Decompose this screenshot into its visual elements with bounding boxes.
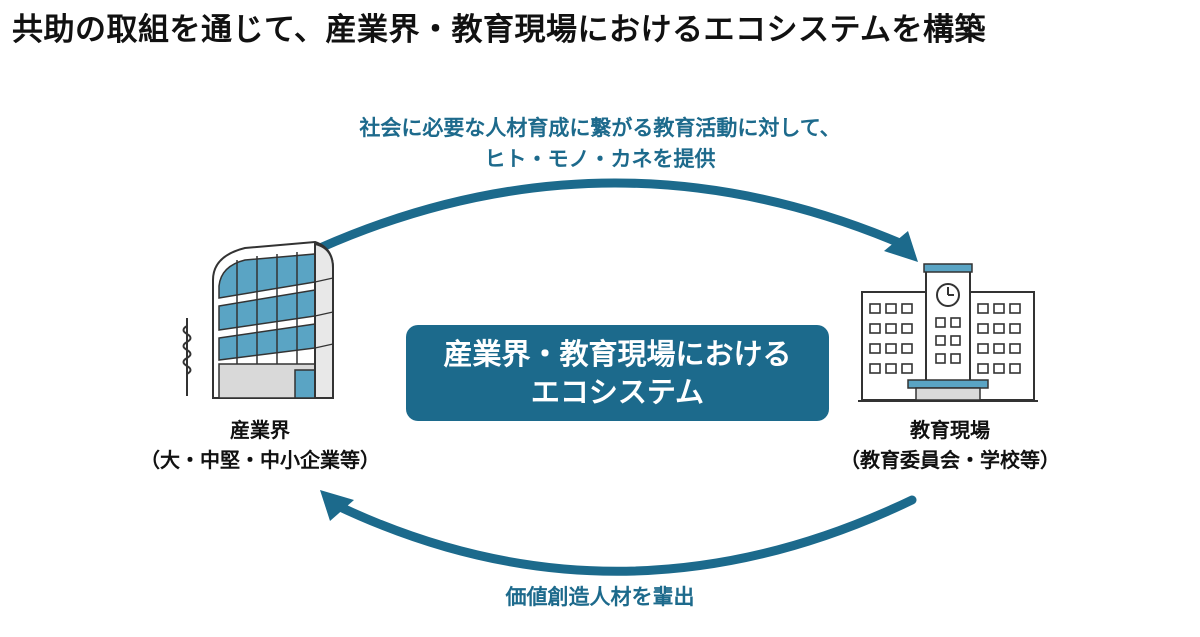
industry-detail: （大・中堅・中小企業等） [140, 448, 380, 472]
education-label: 教育現場 （教育委員会・学校等） [820, 415, 1080, 475]
bottom-flow-caption: 価値創造人材を輩出 [505, 585, 695, 609]
ecosystem-line2: エコシステム [530, 375, 705, 409]
school-building-icon [858, 263, 1038, 402]
top-caption-line1: 社会に必要な人材育成に繋がる教育活動に対して、 [359, 116, 841, 140]
industry-label: 産業界 （大・中堅・中小企業等） [130, 415, 390, 475]
industry-name: 産業界 [230, 418, 290, 442]
education-detail: （教育委員会・学校等） [840, 448, 1060, 472]
ecosystem-line1: 産業界・教育現場における [443, 337, 792, 371]
top-caption-line2: ヒト・モノ・カネを提供 [484, 147, 716, 171]
top-arrow [315, 178, 918, 262]
page-title: 共助の取組を通じて、産業界・教育現場におけるエコシステムを構築 [12, 12, 987, 48]
bottom-arrow [320, 490, 917, 576]
office-building-icon [182, 240, 334, 399]
ecosystem-box: 産業界・教育現場における エコシステム [406, 325, 829, 421]
top-flow-caption: 社会に必要な人材育成に繋がる教育活動に対して、 ヒト・モノ・カネを提供 [0, 113, 1200, 175]
education-name: 教育現場 [910, 418, 990, 442]
